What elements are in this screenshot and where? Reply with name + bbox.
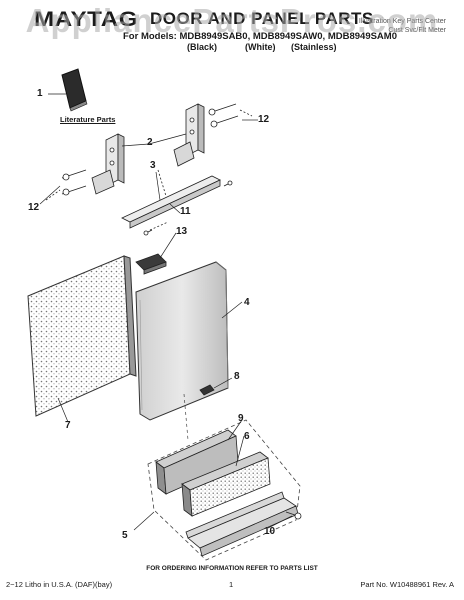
callout-12-left: 12 xyxy=(28,202,40,213)
models-line: For Models: MDB8949SAB0, MDB8949SAW0, MD… xyxy=(123,31,397,42)
trim-screws xyxy=(143,180,233,236)
callout-1: 1 xyxy=(37,88,43,99)
corner-line-1: Illustration Key Parts Center xyxy=(358,18,446,25)
kick-plate xyxy=(185,491,299,557)
callout-8: 8 xyxy=(234,371,240,382)
callout-7: 7 xyxy=(65,420,71,431)
callout-5: 5 xyxy=(122,530,128,541)
outer-door-panel xyxy=(135,261,229,421)
callout-3: 3 xyxy=(150,160,156,171)
callout-4: 4 xyxy=(244,297,250,308)
ordering-note: FOR ORDERING INFORMATION REFER TO PARTS … xyxy=(146,565,318,572)
callout-9: 9 xyxy=(238,413,244,424)
callout-2: 2 xyxy=(147,137,153,148)
corner-line-2: Cust Svc/Flt Meter xyxy=(388,27,446,34)
literature-parts-label: Literature Parts xyxy=(60,115,116,124)
part-number: Part No. W10488961 Rev. A xyxy=(360,580,454,589)
insulation-strip xyxy=(181,451,271,517)
callout-13: 13 xyxy=(176,226,188,237)
leader-lines xyxy=(39,119,293,531)
screws-right xyxy=(208,103,253,128)
page-number: 1 xyxy=(229,580,234,589)
callout-12-right: 12 xyxy=(258,114,270,125)
kickplate-screw xyxy=(285,511,302,520)
foam-block xyxy=(155,429,239,495)
hinge-bracket-right xyxy=(173,103,205,167)
insulation-panel xyxy=(27,255,137,417)
page-title: DOOR AND PANEL PARTS xyxy=(150,9,374,28)
brand-logo: MAYTAG xyxy=(34,8,139,31)
litho-line: 2−12 Litho in U.S.A. (DAF)(bay) xyxy=(6,580,113,589)
callout-6: 6 xyxy=(244,431,250,442)
hinge-bracket-left xyxy=(91,133,125,195)
door-plug xyxy=(199,384,215,396)
callout-10: 10 xyxy=(264,526,276,537)
assembly-line xyxy=(183,393,189,441)
screws-left xyxy=(45,169,87,201)
door-top-trim xyxy=(121,169,221,229)
callout-11: 11 xyxy=(180,206,191,217)
variant-white: (White) xyxy=(245,42,276,52)
kickplate-group-box xyxy=(147,419,301,561)
variant-black: (Black) xyxy=(187,42,218,52)
variant-stainless: (Stainless) xyxy=(291,42,337,52)
vent-part xyxy=(135,253,167,275)
literature-booklet xyxy=(48,68,88,112)
